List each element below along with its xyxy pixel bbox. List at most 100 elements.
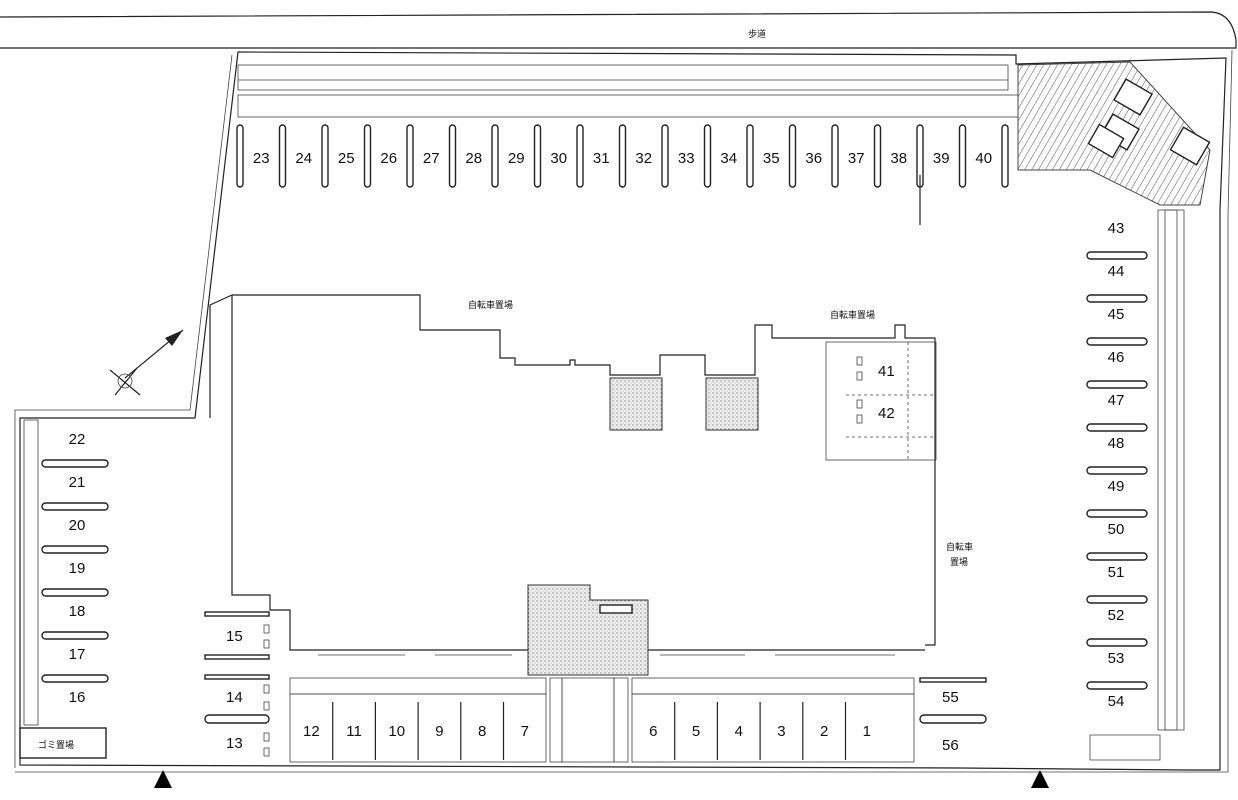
space-37: 37 [848,150,865,167]
right-column-dividers [1086,251,1148,690]
space-25: 25 [338,150,355,167]
top-driveway [237,64,1019,118]
sidewalk: 歩道 [0,11,1237,49]
space-1: 1 [863,723,871,740]
parking-divider [321,124,329,188]
parking-divider [788,124,797,188]
space-41: 41 [878,363,895,380]
inner-left-spaces [204,611,270,757]
space-14: 14 [226,689,243,706]
space-11: 11 [346,723,362,740]
far-right-bottom-spaces [919,677,987,724]
parking-divider [533,124,542,188]
space-26: 26 [380,150,397,167]
parking-divider [448,124,457,188]
left-column-dividers [41,459,109,683]
parking-divider [661,124,669,188]
parking-divider [41,674,109,683]
parking-divider [746,124,754,188]
space-51: 51 [1108,564,1125,581]
parking-divider [406,124,414,188]
parking-divider [1086,337,1148,346]
space-29: 29 [508,150,525,167]
parking-divider [363,124,372,188]
space-35: 35 [763,150,780,167]
space-50: 50 [1108,521,1125,538]
parking-divider [278,124,287,188]
space-30: 30 [550,150,567,167]
space-20: 20 [69,517,86,534]
parking-divider [1086,509,1148,518]
space-19: 19 [69,560,86,577]
space-8: 8 [478,723,486,740]
space-49: 49 [1108,478,1125,495]
parking-divider [873,124,882,188]
garbage-label: ゴミ置場 [38,739,74,751]
space-47: 47 [1108,392,1125,409]
space-55: 55 [942,689,959,706]
parking-divider [1086,638,1148,647]
bicycle-parking-label-top: 自転車置場 [468,299,513,311]
bottom-row-dividers [332,702,847,760]
entrance-marker-icon [1031,770,1049,788]
space-21: 21 [69,474,86,491]
parking-divider [958,124,967,188]
parking-divider [703,124,712,188]
space-56: 56 [942,737,959,754]
parking-divider [1001,124,1009,188]
space-2: 2 [820,723,828,740]
space-44: 44 [1108,263,1125,280]
parking-divider [1086,595,1148,604]
parking-divider [1086,251,1148,260]
parking-divider [41,502,109,511]
parking-divider [41,588,109,597]
space-48: 48 [1108,435,1125,452]
space-38: 38 [890,150,907,167]
space-13: 13 [226,735,243,752]
bicycle-parking-label-right: 自転車置場 [830,309,875,321]
space-5: 5 [692,723,700,740]
bicycle-parking-label-side-2: 置場 [950,556,968,568]
space-7: 7 [521,723,529,740]
space-27: 27 [423,150,440,167]
space-12: 12 [303,723,320,740]
space-24: 24 [295,150,312,167]
space-46: 46 [1108,349,1125,366]
building-outline [209,294,936,676]
space-15: 15 [226,628,243,645]
bicycle-parking-label-side-1: 自転車 [946,541,973,553]
parking-divider [576,124,584,188]
parking-divider [236,124,244,188]
parking-divider [618,124,627,188]
space-42: 42 [878,405,895,422]
space-40: 40 [975,150,992,167]
space-31: 31 [593,150,610,167]
space-34: 34 [720,150,737,167]
space-45: 45 [1108,306,1125,323]
space-53: 53 [1108,650,1125,667]
space-54: 54 [1108,693,1125,710]
parking-divider [491,124,499,188]
right-walkway [1089,209,1185,761]
top-row-dividers [236,124,1009,188]
space-18: 18 [69,603,86,620]
space-16: 16 [69,689,86,706]
space-32: 32 [635,150,652,167]
parking-divider [1086,681,1148,690]
space-17: 17 [69,646,86,663]
stair-area [1017,61,1211,206]
space-6: 6 [649,723,657,740]
space-3: 3 [777,723,785,740]
space-33: 33 [678,150,695,167]
space-52: 52 [1108,607,1125,624]
parking-divider [1086,380,1148,389]
space-39: 39 [933,150,950,167]
space-10: 10 [388,723,405,740]
parking-divider [1086,466,1148,475]
parking-divider [1086,552,1148,561]
space-28: 28 [465,150,482,167]
